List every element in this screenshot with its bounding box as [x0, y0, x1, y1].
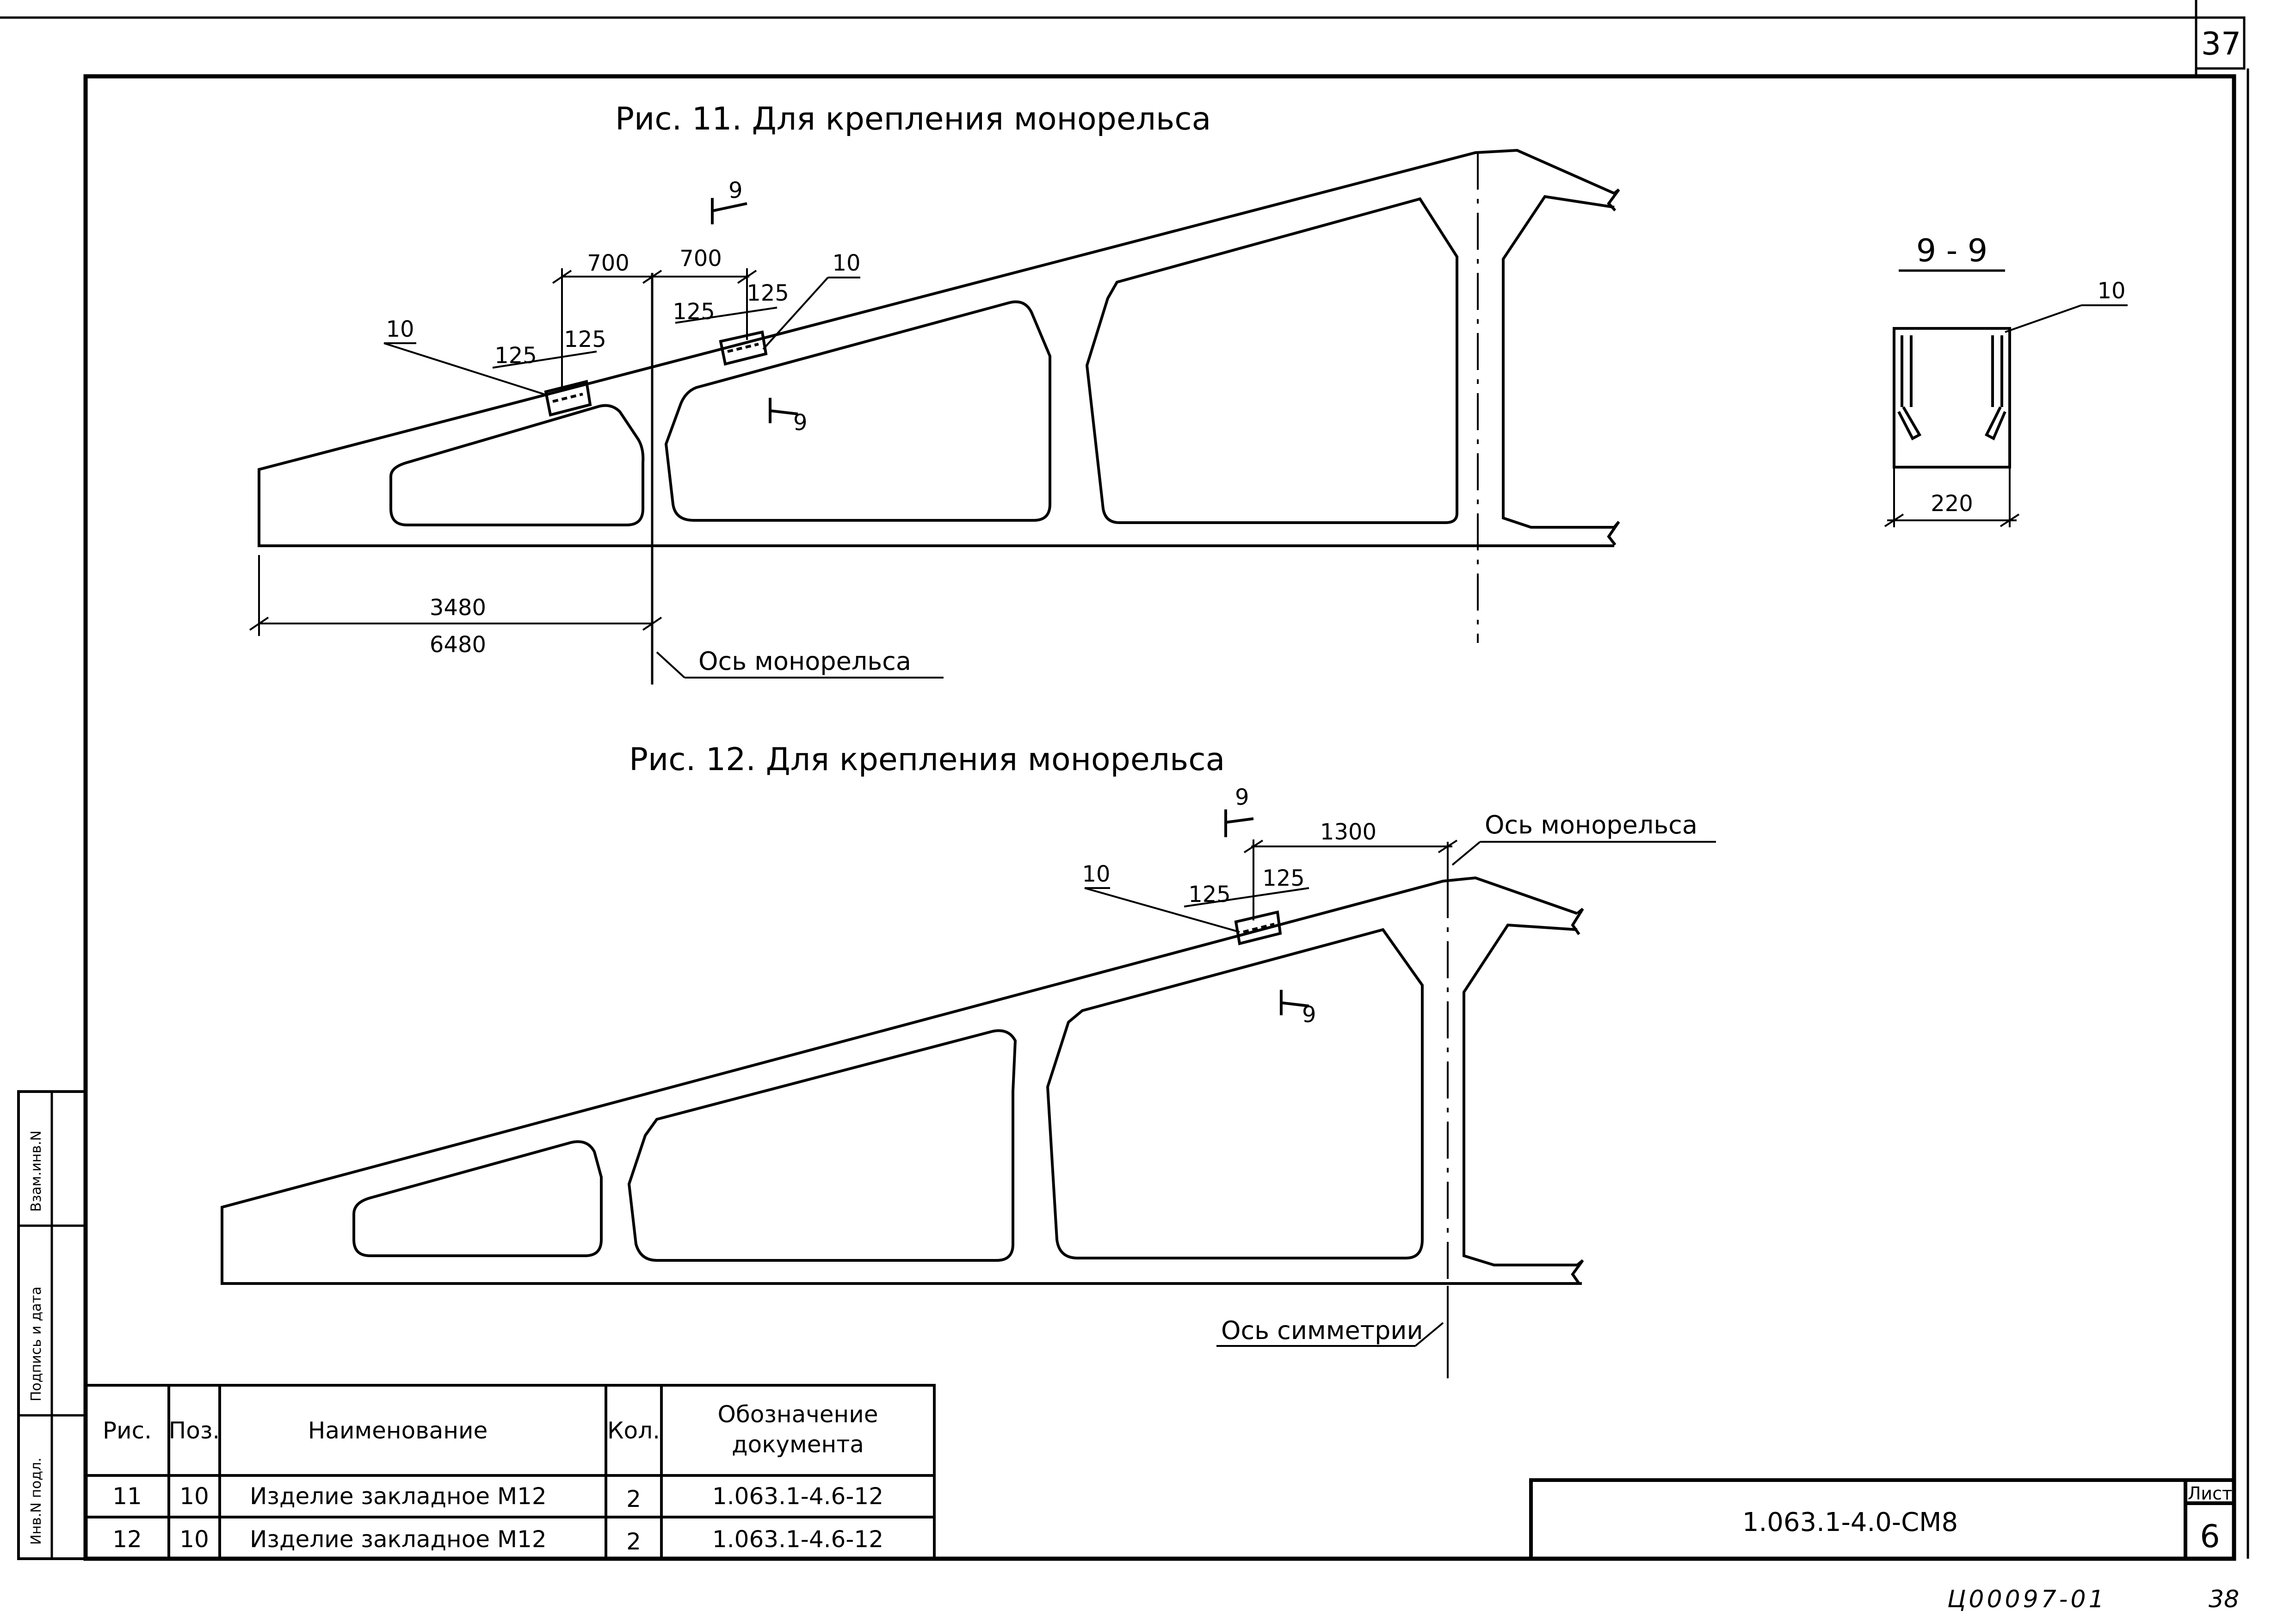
spec-header-qty: Кол.: [607, 1417, 660, 1444]
spec-row1-qty: 2: [626, 1486, 641, 1512]
fig12-symmetry-label: Ось симметрии: [1221, 1316, 1423, 1345]
spec-row1-doc: 1.063.1-4.6-12: [712, 1483, 883, 1510]
fig11-title: Рис. 11. Для крепления монорельса: [615, 101, 1211, 137]
fig11-dim-125-c: 125: [673, 299, 715, 325]
spec-row1-fig: 11: [112, 1483, 142, 1510]
section-pos: 10: [2097, 278, 2125, 304]
spec-header-doc-line2: документа: [732, 1431, 864, 1458]
spec-row2-fig: 12: [112, 1526, 142, 1553]
fig11-axis-label: Ось монорельса: [698, 647, 911, 676]
fig11-dim-6480: 6480: [430, 632, 486, 658]
fig12-pos: 10: [1082, 861, 1110, 887]
fig11-axis-leader: [656, 651, 944, 679]
stamp-inv-replace: Взам.инв.N: [28, 1130, 44, 1212]
section-9-9-drawing: [1884, 304, 2128, 527]
archive-page: 38: [2209, 1586, 2239, 1613]
fig11-dimensions: [249, 268, 778, 636]
fig12-embedded-plate: [1234, 910, 1282, 945]
spec-row2-pos: 10: [179, 1526, 209, 1553]
section-width-dim: 220: [1931, 491, 1973, 517]
fig12-symmetry-axis: [1216, 1286, 1449, 1378]
archive-code: Ц00097-01: [1947, 1586, 2107, 1613]
sheet-label: Лист: [2188, 1483, 2232, 1504]
spec-row1-pos: 10: [179, 1483, 209, 1510]
fig12-section-mark-bottom: 9: [1302, 1002, 1316, 1028]
fig11-pos-right: 10: [832, 250, 860, 276]
fig11-dim-125-b: 125: [564, 327, 606, 352]
spec-header-fig: Рис.: [103, 1417, 152, 1444]
sheet-number-top: 37: [2201, 26, 2241, 62]
spec-header-pos: Поз.: [169, 1417, 220, 1444]
fig12-dim-125-a: 125: [1188, 882, 1231, 907]
fig12-axis-leader: [1451, 841, 1716, 866]
fig12-position-leader: [1084, 887, 1240, 933]
fig11-section-mark-top: 9: [728, 178, 743, 204]
spec-row2-qty: 2: [626, 1528, 641, 1555]
stamp-inv-orig: Инв.N подл.: [28, 1457, 44, 1545]
fig12-truss-outline: [221, 876, 1584, 1378]
fig12-axis-label: Ось монорельса: [1485, 810, 1697, 839]
sheet-frame: [0, 0, 2249, 1561]
fig11-dim-125-a: 125: [494, 343, 537, 369]
fig11-truss-outline: [258, 148, 1620, 643]
fig11-dim-700-left: 700: [587, 250, 630, 276]
fig11-dim-125-d: 125: [747, 280, 789, 306]
fig12-section-mark-top: 9: [1235, 784, 1249, 810]
fig12-section-marks: [1224, 809, 1309, 1015]
fig11-embedded-plates: [544, 330, 768, 417]
spec-row2-doc: 1.063.1-4.6-12: [712, 1526, 883, 1553]
fig12-dim-125-b: 125: [1262, 865, 1305, 891]
title-block: [1529, 1478, 2236, 1561]
fig11-section-marks: [711, 198, 798, 423]
sheet-number: 6: [2200, 1518, 2220, 1555]
fig11-pos-left: 10: [386, 316, 414, 342]
spec-row1-name: Изделие закладное М12: [250, 1483, 547, 1510]
fig11-dim-3480: 3480: [430, 595, 486, 621]
fig12-dim-1300: 1300: [1320, 819, 1376, 845]
fig11-section-mark-bottom: 9: [793, 410, 808, 436]
doc-code: 1.063.1-4.0-СМ8: [1742, 1507, 1958, 1537]
fig11-dim-700-right: 700: [679, 246, 722, 272]
spec-header-name: Наименование: [308, 1417, 488, 1444]
spec-table-grid: [84, 1384, 936, 1560]
fig11-position-leaders: [383, 277, 860, 396]
fig12-dimensions: [1184, 839, 1458, 920]
fig12-title: Рис. 12. Для крепления монорельса: [629, 741, 1225, 778]
spec-header-doc-line1: Обозначение: [718, 1401, 878, 1428]
spec-row2-name: Изделие закладное М12: [250, 1526, 547, 1553]
section-title: 9 - 9: [1916, 233, 1987, 269]
side-stamp: Инв.N подл. Подпись и дата Взам.инв.N: [17, 1090, 87, 1560]
stamp-signature-date: Подпись и дата: [28, 1287, 44, 1402]
